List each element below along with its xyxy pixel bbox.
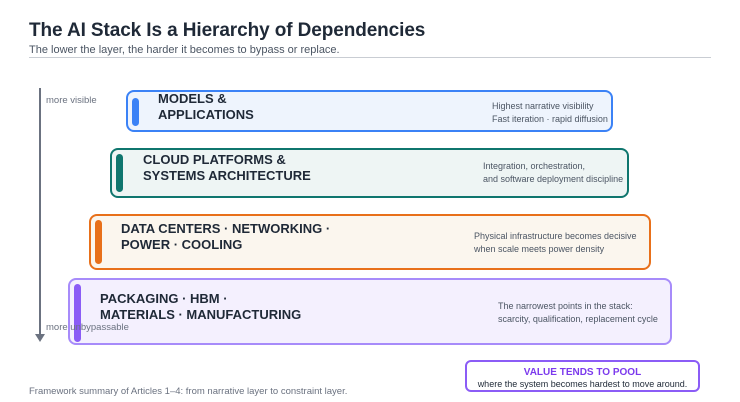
layer-accent-bar	[74, 284, 81, 342]
layer-models-applications: MODELS & APPLICATIONS Highest narrative …	[126, 90, 613, 132]
title-divider	[29, 57, 711, 58]
value-callout: Value tends to pool where the system bec…	[465, 360, 700, 392]
layer-name: MODELS & APPLICATIONS	[158, 91, 254, 122]
layer-name: CLOUD PLATFORMS & SYSTEMS ARCHITECTURE	[143, 152, 311, 183]
layer-accent-bar	[95, 220, 102, 264]
axis-top-label: more visible	[46, 95, 97, 106]
axis-arrow-down-icon	[35, 334, 45, 342]
visibility-axis	[39, 88, 41, 334]
layer-packaging-manufacturing: PACKAGING · HBM · MATERIALS · MANUFACTUR…	[68, 278, 672, 345]
value-callout-title: Value tends to pool	[523, 367, 642, 378]
layer-description: The narrowest points in the stack: scarc…	[498, 301, 658, 324]
layer-description: Physical infrastructure becomes decisive…	[474, 231, 637, 254]
layer-accent-bar	[116, 154, 123, 192]
layer-name: DATA CENTERS · NETWORKING · POWER · COOL…	[121, 221, 331, 252]
footnote: Framework summary of Articles 1–4: from …	[29, 386, 348, 397]
layer-name: PACKAGING · HBM · MATERIALS · MANUFACTUR…	[100, 291, 302, 322]
page-subtitle: The lower the layer, the harder it becom…	[29, 44, 340, 56]
axis-bottom-label: more unbypassable	[46, 322, 129, 333]
layer-accent-bar	[132, 98, 139, 126]
page-title: The AI Stack Is a Hierarchy of Dependenc…	[29, 20, 426, 41]
value-callout-subtitle: where the system becomes hardest to move…	[477, 379, 688, 389]
layer-cloud-platforms: CLOUD PLATFORMS & SYSTEMS ARCHITECTURE I…	[110, 148, 629, 198]
layer-data-centers: DATA CENTERS · NETWORKING · POWER · COOL…	[89, 214, 651, 270]
layer-description: Highest narrative visibility Fast iterat…	[492, 101, 608, 124]
layer-description: Integration, orchestration, and software…	[483, 161, 624, 184]
